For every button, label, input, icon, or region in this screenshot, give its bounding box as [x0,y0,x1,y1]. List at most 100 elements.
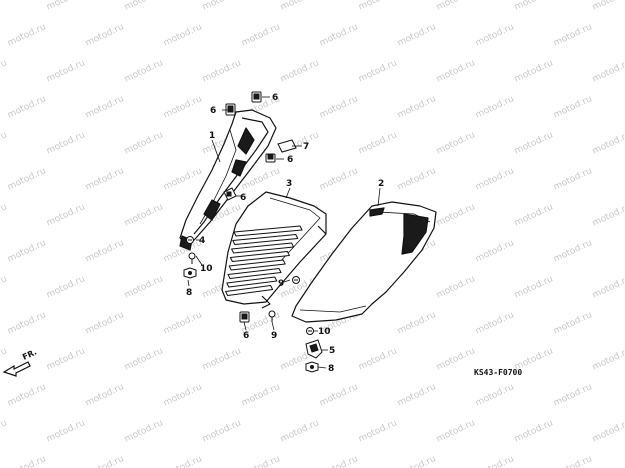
part-1-side-cover [179,109,277,251]
watermark-text: motod.ru [45,58,87,85]
watermark-text: motod.ru [123,202,165,229]
screw-10-right [306,327,314,335]
louver-slat [233,225,303,237]
watermark-text: motod.ru [318,94,360,121]
callout-8-left: 8 [186,288,192,298]
watermark-text: motod.ru [318,166,360,193]
watermark-text: motod.ru [435,0,477,13]
watermark-text: motod.ru [6,22,48,49]
front-arrow-icon [2,361,31,377]
watermark-text: motod.ru [318,22,360,49]
watermark-text: motod.ru [240,22,282,49]
callout-4: 4 [199,236,205,246]
watermark-text: motod.ru [357,58,399,85]
watermark-text: motod.ru [45,418,87,445]
watermark-text: motod.ru [396,94,438,121]
watermark-text: motod.ru [162,382,204,409]
front-direction-indicator: FR. [2,347,38,377]
watermark-text: motod.ru [201,418,243,445]
watermark-text: motod.ru [279,418,321,445]
watermark-text: motod.ru [279,0,321,13]
watermark-text: motod.ru [357,418,399,445]
watermark-text: motod.ru [513,130,555,157]
watermark-text: motod.ru [0,274,9,301]
watermark-text: motod.ru [591,202,625,229]
watermark-text: motod.ru [552,454,594,468]
callout-10-right: 10 [318,327,331,337]
watermark-text: motod.ru [6,310,48,337]
watermark-text: motod.ru [435,274,477,301]
watermark-text: motod.ru [513,274,555,301]
watermark-text: motod.ru [45,274,87,301]
watermark-text: motod.ru [552,94,594,121]
louver-slat [227,268,282,279]
callout-6-mid-left: 6 [240,193,246,203]
watermark-text: motod.ru [552,310,594,337]
watermark-text: motod.ru [201,58,243,85]
callout-8-right: 8 [328,364,334,374]
watermark-text: motod.ru [0,346,9,373]
watermark-text: motod.ru [474,382,516,409]
watermark-text: motod.ru [0,130,9,157]
watermark-text: motod.ru [552,166,594,193]
louver-slat [228,259,286,271]
watermark-text: motod.ru [123,418,165,445]
plate-7 [277,139,297,153]
watermark-text: motod.ru [513,0,555,13]
clip-6-bottom [239,311,250,323]
clip-6-mid-left [223,187,237,201]
watermark-text: motod.ru [0,0,9,13]
watermark-text: motod.ru [84,22,126,49]
watermark-text: motod.ru [396,166,438,193]
diagram-code: KS43-F0700 [474,368,522,377]
watermark-text: motod.ru [6,382,48,409]
watermark-text: motod.ru [552,382,594,409]
watermark-text: motod.ru [45,346,87,373]
nut-8-left [183,267,197,279]
watermark-text: motod.ru [435,58,477,85]
watermark-text: motod.ru [318,382,360,409]
watermark-text: motod.ru [240,454,282,468]
watermark-text: motod.ru [474,22,516,49]
watermark-text: motod.ru [6,166,48,193]
screw-9-bottom [268,310,276,322]
watermark-text: motod.ru [435,202,477,229]
watermark-text: motod.ru [84,382,126,409]
watermark-text: motod.ru [591,418,625,445]
watermark-text: motod.ru [123,130,165,157]
watermark-text: motod.ru [435,130,477,157]
clip-6-mid-right [265,153,276,163]
callout-1: 1 [209,131,215,141]
watermark-text: motod.ru [45,130,87,157]
watermark-text: motod.ru [123,0,165,13]
watermark-text: motod.ru [6,454,48,468]
watermark-text: motod.ru [435,346,477,373]
louver-slat [225,285,274,296]
watermark-text: motod.ru [0,202,9,229]
callout-9-center: 9 [278,279,284,289]
watermark-text: motod.ru [45,0,87,13]
bracket-5 [305,339,323,359]
watermark-text: motod.ru [162,94,204,121]
callout-2: 2 [378,179,384,189]
part-3-center-panel [221,191,327,309]
watermark-text: motod.ru [162,166,204,193]
watermark-text: motod.ru [162,310,204,337]
callout-6-bottom: 6 [243,331,249,341]
louver-slat [226,276,278,288]
watermark-text: motod.ru [591,130,625,157]
watermark-text: motod.ru [0,58,9,85]
watermark-text: motod.ru [591,0,625,13]
watermark-text: motod.ru [201,346,243,373]
watermark-text: motod.ru [474,166,516,193]
louver-slat [231,242,295,254]
watermark-text: motod.ru [513,418,555,445]
watermark-text: motod.ru [123,274,165,301]
watermark-text: motod.ru [396,454,438,468]
clip-6-top-left [225,103,236,116]
callout-6-top-left: 6 [210,106,216,116]
watermark-text: motod.ru [318,454,360,468]
watermark-text: motod.ru [552,238,594,265]
watermark-text: motod.ru [6,238,48,265]
